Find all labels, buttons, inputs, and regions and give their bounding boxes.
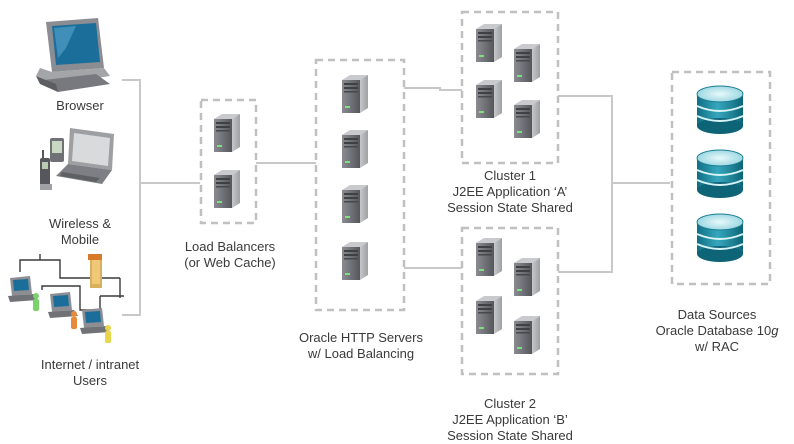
server-icon <box>514 316 540 354</box>
http-servers-line2: w/ Load Balancing <box>307 346 415 361</box>
load-balancers-line2: (or Web Cache) <box>184 255 276 270</box>
data-sources-line3: w/ RAC <box>694 339 740 354</box>
connector-lines <box>122 79 670 316</box>
data-sources-box <box>670 70 772 286</box>
cluster1-label: Cluster 1 J2EE Application ‘A’ Session S… <box>440 168 580 216</box>
server-icon <box>514 100 540 138</box>
server-icon <box>342 130 368 168</box>
data-sources-line1: Data Sources <box>677 307 757 322</box>
internet-users-label: Internet / intranet Users <box>20 357 160 389</box>
data-sources-label: Data Sources Oracle Database 10g w/ RAC <box>642 307 792 355</box>
phone-icon <box>40 150 52 190</box>
network-users-icon <box>8 254 124 343</box>
pda-icon <box>50 138 64 162</box>
cluster2-label: Cluster 2 J2EE Application ‘B’ Session S… <box>440 396 580 444</box>
laptop-icon <box>56 128 114 184</box>
data-sources-db-suffix: g <box>771 323 779 338</box>
internet-users-line2: Users <box>73 373 107 388</box>
server-icon <box>214 170 240 208</box>
server-icon <box>514 44 540 82</box>
server-icon <box>342 242 368 280</box>
cluster2-line2: J2EE Application ‘B’ <box>452 412 568 427</box>
http-servers-label: Oracle HTTP Servers w/ Load Balancing <box>286 330 436 362</box>
server-icon <box>342 75 368 113</box>
cluster2-box <box>460 226 560 376</box>
browser-label: Browser <box>40 98 120 114</box>
cluster2-line3: Session State Shared <box>447 428 573 443</box>
wireless-label: Wireless & Mobile <box>30 216 130 248</box>
load-balancers-label: Load Balancers (or Web Cache) <box>160 239 300 271</box>
server-icon <box>214 114 240 152</box>
cluster1-line3: Session State Shared <box>447 200 573 215</box>
cluster1-line1: Cluster 1 <box>483 168 537 183</box>
data-sources-line2: Oracle Database 10g <box>642 323 792 339</box>
load-balancers-line1: Load Balancers <box>184 239 276 254</box>
browser-label-text: Browser <box>56 98 104 113</box>
server-icon <box>476 238 502 276</box>
database-icon <box>696 213 744 263</box>
http-servers-line1: Oracle HTTP Servers <box>298 330 423 345</box>
computer-icon <box>36 18 110 92</box>
wireless-label-line1: Wireless & <box>48 216 112 231</box>
database-icon <box>696 85 744 135</box>
internet-users-line1: Internet / intranet <box>40 357 140 372</box>
server-icon <box>342 185 368 223</box>
data-sources-db-name: Oracle Database 10 <box>655 323 772 338</box>
server-icon <box>514 258 540 296</box>
cluster2-line1: Cluster 2 <box>483 396 537 411</box>
server-icon <box>476 296 502 334</box>
load-balancers-box <box>199 98 258 225</box>
server-icon <box>476 24 502 62</box>
cluster1-line2: J2EE Application ‘A’ <box>452 184 568 199</box>
wireless-label-line2: Mobile <box>60 232 100 247</box>
cluster1-box <box>460 10 560 165</box>
server-icon <box>476 80 502 118</box>
database-icon <box>696 149 744 199</box>
